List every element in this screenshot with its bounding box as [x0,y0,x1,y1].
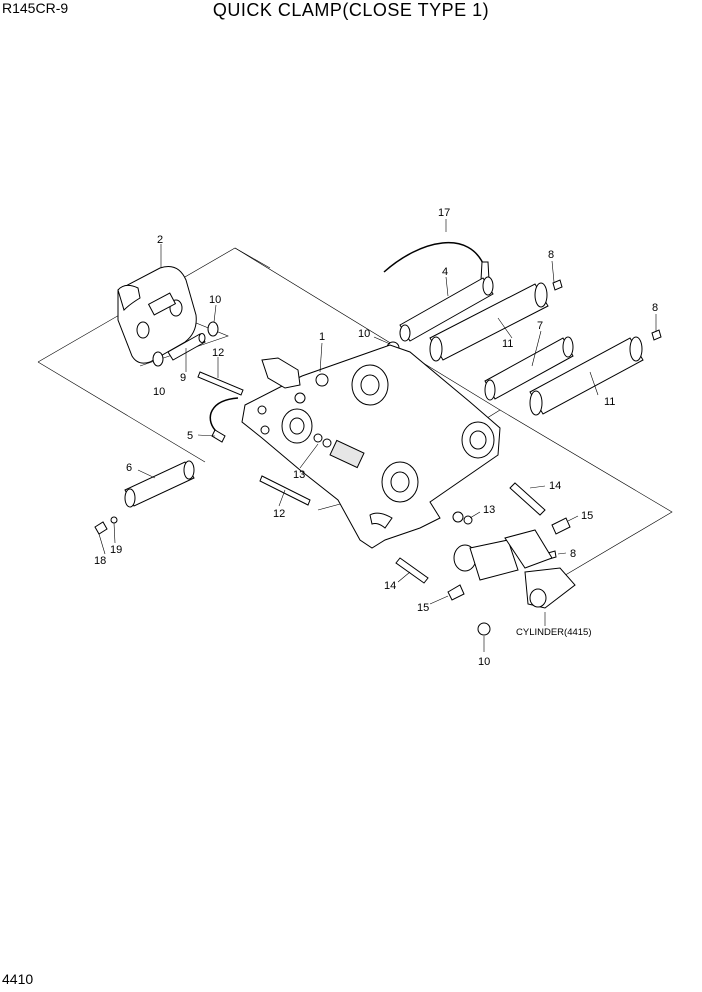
callout-12-upper: 12 [212,347,224,359]
callout-2: 2 [157,234,163,246]
callout-10-bracket: 10 [209,294,221,306]
callout-13-left: 13 [293,469,305,481]
part-sleeves-11[interactable] [429,282,644,416]
callout-8-top: 8 [548,249,554,261]
callout-6: 6 [126,462,132,474]
leader-lines [98,219,657,652]
callout-15-upper: 15 [581,510,593,522]
part-cable[interactable] [383,242,490,281]
page-title: QUICK CLAMP(CLOSE TYPE 1) [212,0,490,20]
part-cylinder[interactable] [453,529,576,609]
part-pin-4[interactable] [399,276,494,342]
callout-11-upper: 11 [502,338,513,350]
callout-9: 9 [180,372,186,384]
part-grease-nipples[interactable] [547,279,662,560]
part-nuts-13[interactable] [313,433,473,525]
part-pin-9[interactable] [167,333,206,361]
part-wire-clip[interactable] [209,397,239,443]
callout-13-right: 13 [483,504,495,516]
model-code: R145CR-9 [2,0,69,16]
part-hook-bracket[interactable] [117,266,197,364]
page-number: 4410 [2,971,34,987]
callout-5: 5 [187,430,193,442]
part-pin-6[interactable] [124,460,195,508]
callout-8-cylinder: 8 [570,548,576,560]
callout-18: 18 [94,555,106,567]
callout-labels: 2 1 17 4 8 8 7 11 11 10 9 10 10 12 5 6 1… [94,207,658,668]
callout-10-body: 10 [358,328,370,340]
callout-12-lower: 12 [273,508,285,520]
part-fittings[interactable] [395,482,571,601]
part-main-body[interactable] [241,344,501,549]
callout-cylinder: CYLINDER(4415) [516,627,592,638]
callout-1: 1 [319,331,325,343]
part-bolt-18-washer-19[interactable] [94,516,118,535]
callout-7: 7 [537,320,543,332]
callout-15-lower: 15 [417,602,429,614]
callout-4: 4 [442,266,448,278]
callout-8-right: 8 [652,302,658,314]
callout-10-bottom: 10 [478,656,490,668]
part-pin-7[interactable] [484,336,574,401]
callout-11-lower: 11 [604,396,615,408]
callout-10-left: 10 [153,386,165,398]
callout-19: 19 [110,544,122,556]
callout-14-lower: 14 [384,580,396,592]
callout-17: 17 [438,207,450,219]
callout-14-upper: 14 [549,480,561,492]
